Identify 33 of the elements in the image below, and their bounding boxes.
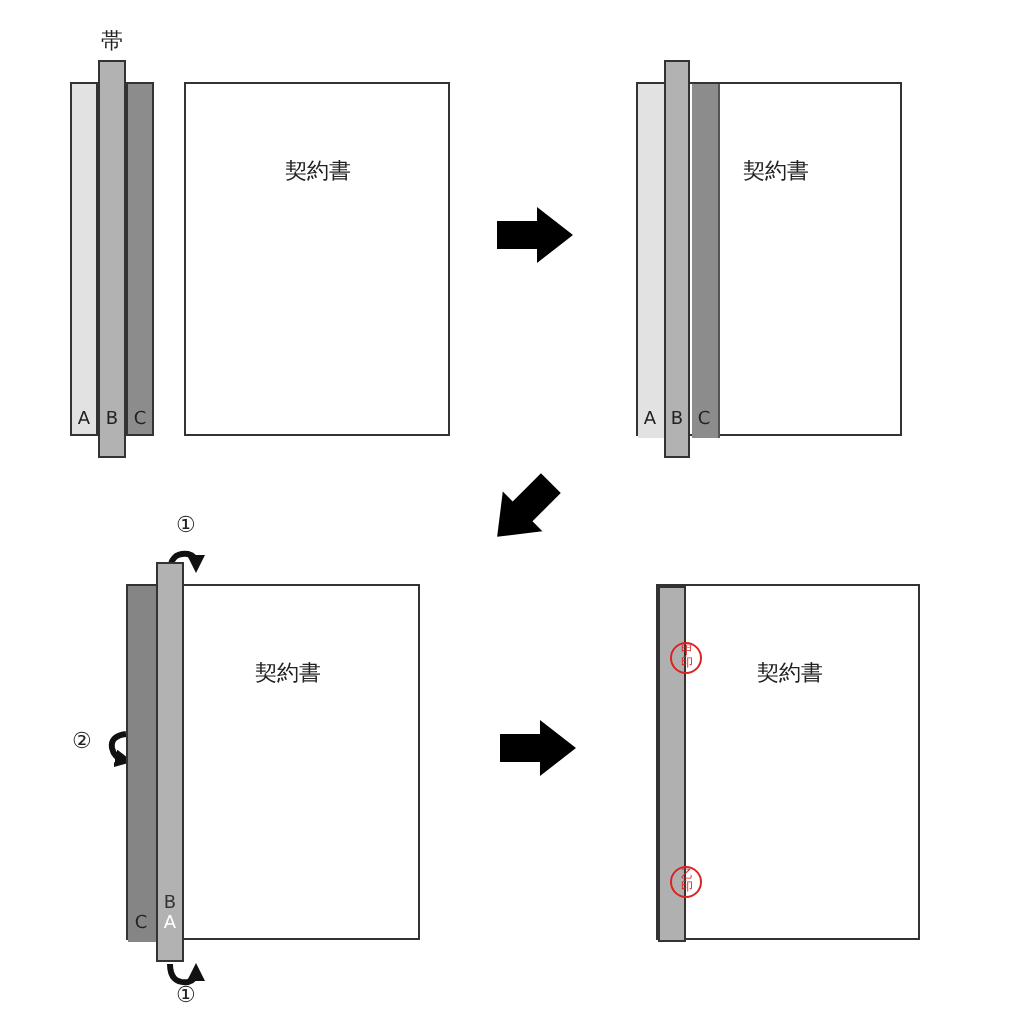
strip-letter: C [695,410,713,432]
document-title: 契約書 [253,662,323,684]
arrow [497,207,573,263]
band-strip [664,60,690,458]
document-title: 契約書 [283,160,353,182]
document-title: 契約書 [741,160,811,182]
band-strip [128,586,158,942]
step-number: ① [176,512,196,538]
strip-letter: C [131,410,149,432]
document-title: 契約書 [755,662,825,684]
strip-letter: C [132,914,150,936]
band-strip [70,82,98,436]
strip-letter: A [75,410,93,432]
band-strip [638,84,666,438]
step-number: ① [176,982,196,1008]
seal-stamp [670,866,702,898]
band-label: 帯 [99,30,125,52]
strip-letter: B [103,410,121,432]
strip-letter: B [161,894,179,915]
band-strip [126,82,154,436]
seal-stamp [670,642,702,674]
arrow [497,473,561,537]
document-sheet [184,82,450,436]
document-sheet [636,82,902,436]
strip-letter: A [161,914,179,936]
document-sheet [656,584,920,940]
band-strip [156,562,184,962]
band-strip [692,84,720,438]
strip-letter: A [641,410,659,432]
strip-letter: B [668,410,686,432]
arrow [500,720,576,776]
document-sheet [126,584,420,940]
step-number: ② [72,728,92,754]
